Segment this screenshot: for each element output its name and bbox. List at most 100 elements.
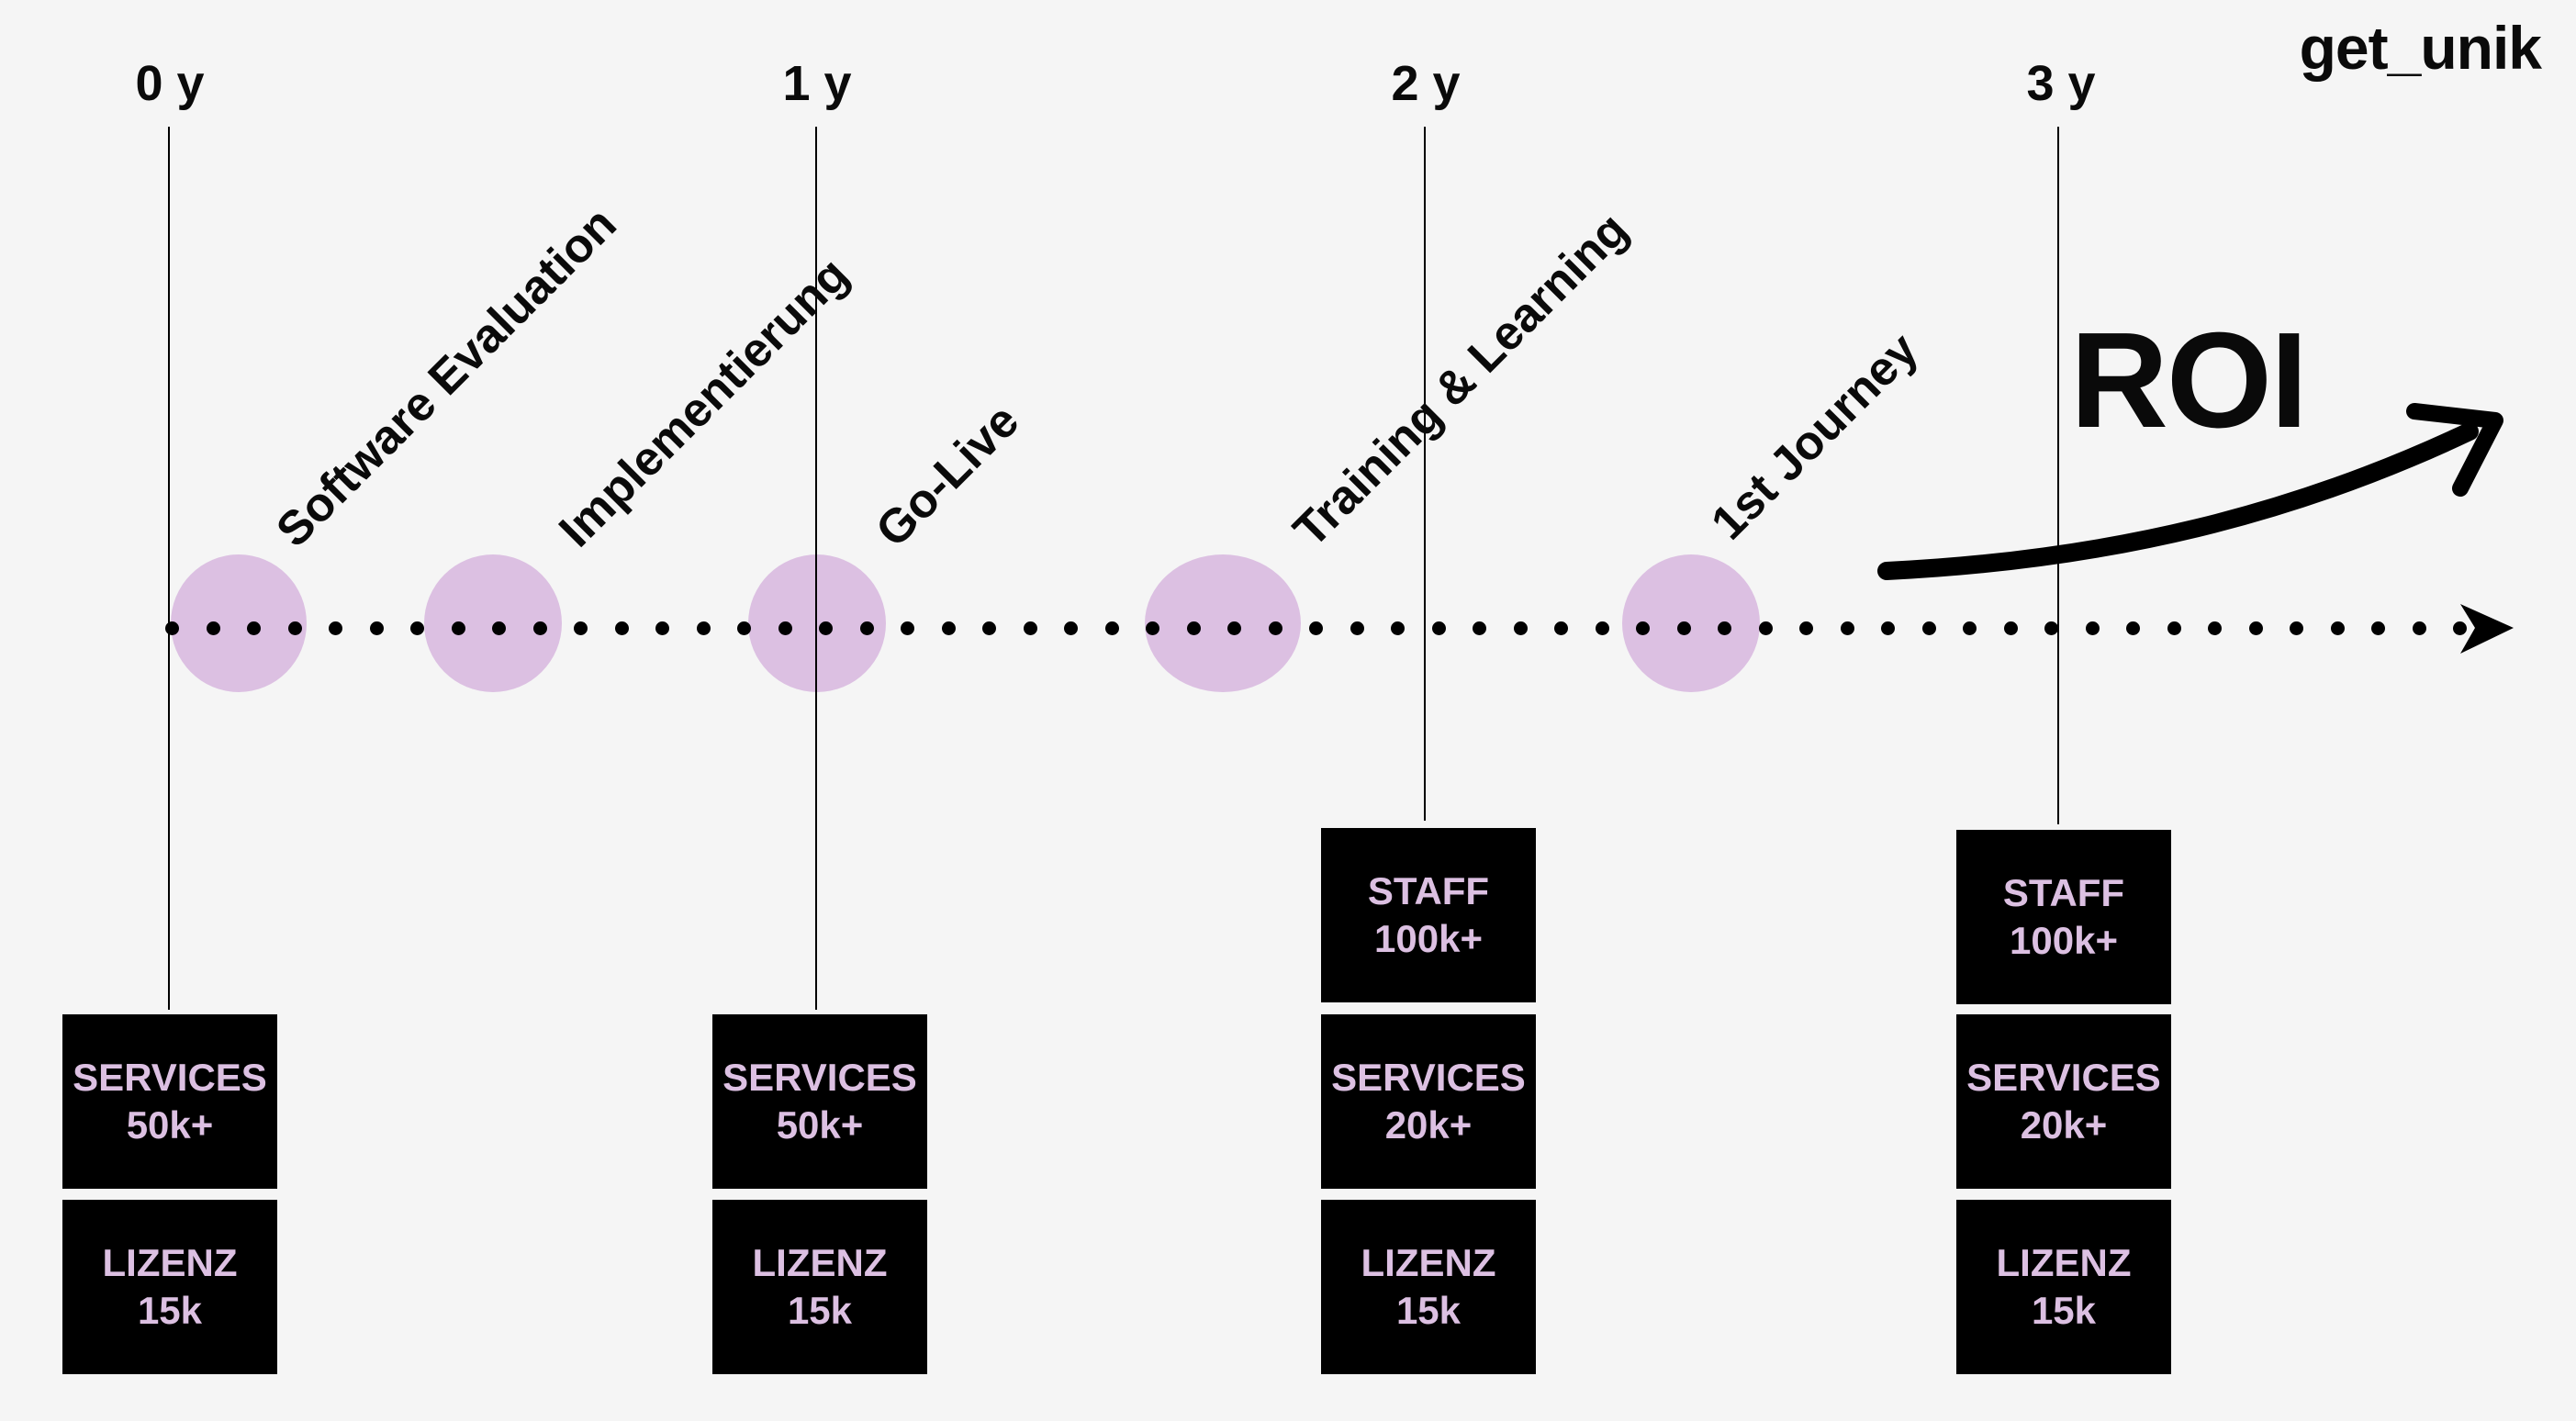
timeline-dot bbox=[1146, 621, 1159, 635]
timeline-dot bbox=[1473, 621, 1486, 635]
timeline-dot bbox=[1186, 621, 1201, 635]
timeline-dot bbox=[1595, 621, 1609, 635]
cost-box-amount: 15k bbox=[1395, 1289, 1462, 1332]
brand-logo: get_unik bbox=[2299, 14, 2542, 82]
timeline-dot bbox=[329, 621, 342, 635]
year-line-0 bbox=[168, 127, 170, 1010]
timeline-dot bbox=[1799, 621, 1813, 635]
cost-box-lizenz: LIZENZ 15k bbox=[712, 1200, 927, 1374]
timeline-dot bbox=[1227, 621, 1241, 635]
year-label-0: 0 y bbox=[135, 56, 205, 111]
timeline-dot bbox=[165, 621, 179, 635]
roi-arrow-icon bbox=[1877, 422, 2479, 580]
timeline-dot bbox=[1921, 621, 1936, 635]
year-label-3: 3 y bbox=[2026, 56, 2096, 111]
timeline-dot bbox=[2044, 621, 2058, 635]
timeline-dot bbox=[532, 621, 547, 635]
year-line-1 bbox=[815, 127, 817, 1010]
timeline-dot bbox=[1064, 621, 1078, 635]
timeline-dot bbox=[1268, 621, 1282, 635]
timeline-dot bbox=[1513, 621, 1528, 635]
timeline-dot bbox=[1023, 621, 1037, 635]
timeline-dot bbox=[1391, 621, 1405, 635]
year-label-1: 1 y bbox=[782, 56, 852, 111]
timeline-dot bbox=[410, 621, 424, 635]
cost-box-title: SERVICES bbox=[722, 1056, 917, 1099]
cost-box-title: SERVICES bbox=[73, 1056, 267, 1099]
cost-box-title: LIZENZ bbox=[1361, 1241, 1496, 1284]
timeline-dot bbox=[1676, 621, 1691, 635]
timeline-dot bbox=[2167, 621, 2181, 635]
timeline-dot bbox=[859, 621, 874, 635]
timeline-dot bbox=[206, 621, 220, 635]
timeline-dot bbox=[1431, 621, 1446, 635]
cost-box-title: LIZENZ bbox=[102, 1241, 238, 1284]
timeline-dot bbox=[1758, 621, 1773, 635]
cost-box-amount: 100k+ bbox=[2010, 919, 2118, 962]
timeline-dot bbox=[655, 621, 669, 635]
timeline-dot bbox=[247, 621, 261, 635]
year-label-2: 2 y bbox=[1391, 56, 1461, 111]
cost-box-title: SERVICES bbox=[1966, 1056, 2161, 1099]
timeline-dot bbox=[2330, 621, 2345, 635]
roi-label: ROI bbox=[2070, 305, 2308, 456]
timeline-dot bbox=[2412, 621, 2426, 635]
timeline-dot bbox=[492, 621, 506, 635]
cost-box-services: SERVICES 20k+ bbox=[1956, 1014, 2171, 1189]
timeline-dot bbox=[451, 621, 465, 635]
cost-box-amount: 15k bbox=[2031, 1289, 2097, 1332]
timeline-dot bbox=[1840, 621, 1854, 635]
timeline-dot bbox=[2126, 621, 2140, 635]
cost-box-lizenz: LIZENZ 15k bbox=[62, 1200, 277, 1374]
cost-box-staff: STAFF 100k+ bbox=[1321, 828, 1536, 1002]
timeline-dot bbox=[1963, 621, 1977, 635]
timeline-dot bbox=[1554, 621, 1568, 635]
year-line-2 bbox=[1424, 127, 1426, 821]
timeline-dot bbox=[1636, 621, 1650, 635]
timeline-dot bbox=[574, 621, 588, 635]
timeline-dot bbox=[287, 621, 302, 635]
cost-box-title: SERVICES bbox=[1331, 1056, 1526, 1099]
timeline-dot bbox=[737, 621, 751, 635]
timeline-dot bbox=[696, 621, 711, 635]
timeline-dot bbox=[369, 621, 384, 635]
timeline-dot bbox=[778, 621, 792, 635]
cost-box-amount: 15k bbox=[137, 1289, 203, 1332]
cost-box-lizenz: LIZENZ 15k bbox=[1956, 1200, 2171, 1374]
timeline-dot bbox=[819, 621, 833, 635]
cost-box-staff: STAFF 100k+ bbox=[1956, 830, 2171, 1004]
cost-box-amount: 100k+ bbox=[1374, 917, 1483, 960]
timeline-dot bbox=[2003, 621, 2018, 635]
cost-box-services: SERVICES 50k+ bbox=[712, 1014, 927, 1189]
timeline-dot bbox=[941, 621, 956, 635]
timeline-dot bbox=[614, 621, 629, 635]
cost-box-title: STAFF bbox=[1367, 869, 1490, 912]
cost-box-lizenz: LIZENZ 15k bbox=[1321, 1200, 1536, 1374]
milestone-bubble-software-evaluation bbox=[171, 554, 307, 692]
roi-arrowhead-icon bbox=[2406, 403, 2503, 497]
timeline-dot bbox=[2453, 621, 2467, 635]
cost-box-title: STAFF bbox=[2002, 871, 2125, 914]
year-line-3 bbox=[2057, 127, 2059, 824]
cost-box-amount: 50k+ bbox=[776, 1103, 864, 1147]
timeline-dot bbox=[2290, 621, 2303, 635]
timeline-dot bbox=[1309, 621, 1323, 635]
timeline-dot bbox=[1350, 621, 1364, 635]
cost-box-services: SERVICES 20k+ bbox=[1321, 1014, 1536, 1189]
timeline-dot bbox=[901, 621, 914, 635]
timeline-arrowhead-icon bbox=[2460, 604, 2514, 654]
cost-box-amount: 50k+ bbox=[126, 1103, 214, 1147]
cost-box-amount: 20k+ bbox=[2020, 1103, 2108, 1147]
cost-box-services: SERVICES 50k+ bbox=[62, 1014, 277, 1189]
cost-box-title: LIZENZ bbox=[1996, 1241, 2132, 1284]
cost-box-amount: 15k bbox=[787, 1289, 853, 1332]
timeline-dot bbox=[2248, 621, 2263, 635]
cost-box-title: LIZENZ bbox=[752, 1241, 888, 1284]
timeline-dot bbox=[1881, 621, 1895, 635]
timeline-dot bbox=[2085, 621, 2100, 635]
timeline-dot bbox=[1104, 621, 1119, 635]
timeline-dot bbox=[1718, 621, 1731, 635]
timeline-dot bbox=[982, 621, 996, 635]
